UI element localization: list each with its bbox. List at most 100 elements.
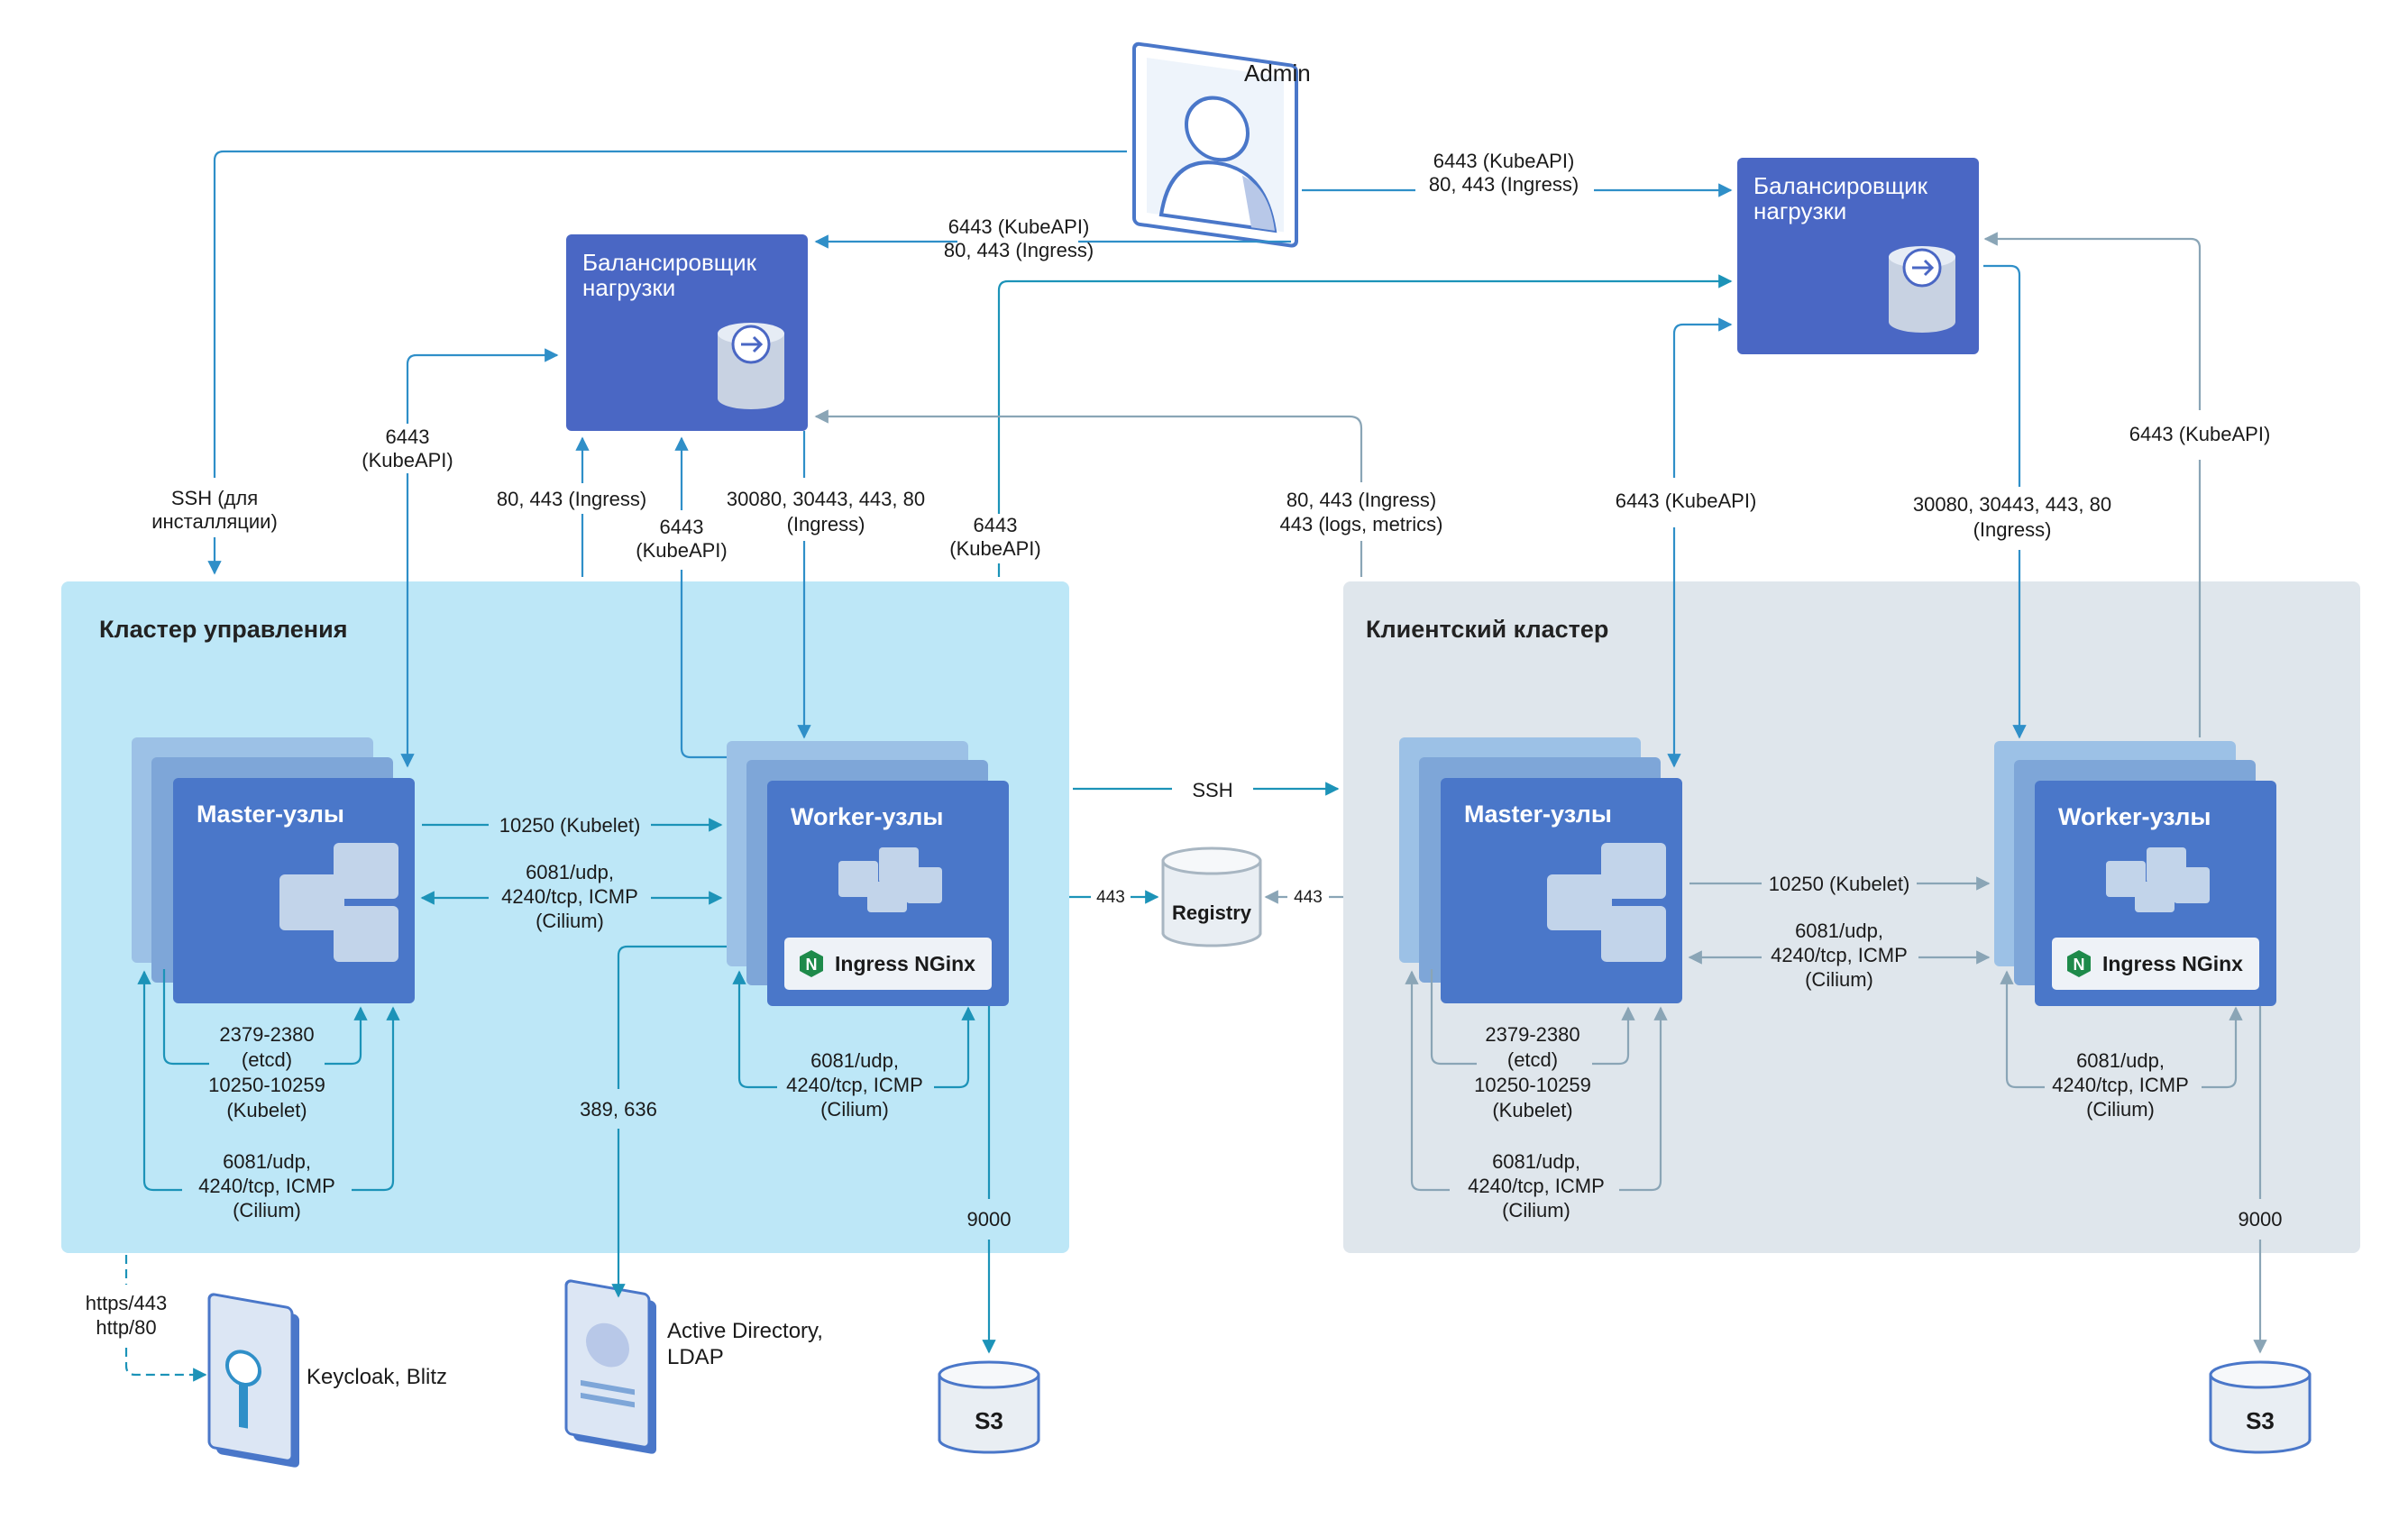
svg-text:Master-узлы: Master-узлы <box>197 801 344 828</box>
master-to-lb-kubeapi-line <box>407 355 557 766</box>
load-balancer-left: Балансировщик нагрузки <box>566 234 808 431</box>
mgmt-cilium-label-3: (Cilium) <box>536 910 604 932</box>
ad-label-line1: Active Directory, <box>667 1319 823 1343</box>
nodes-cubes-icon <box>1547 843 1666 962</box>
ssh-install-label-2: инсталляции) <box>151 510 278 533</box>
svg-text:Балансировщик: Балансировщик <box>582 249 757 276</box>
client-loop-cilium-2: 4240/tcp, ICMP <box>1468 1175 1605 1197</box>
kubeapi-label-1: 6443 <box>386 426 430 448</box>
client-worker-to-lb-line <box>1985 239 2202 737</box>
admin-right-label-2: 80, 443 (Ingress) <box>1429 173 1579 196</box>
client-cilium-label-2: 4240/tcp, ICMP <box>1771 944 1908 966</box>
registry-port-left: 443 <box>1096 888 1125 907</box>
ldap-ports-label: 389, 636 <box>580 1098 657 1121</box>
svg-text:Ingress NGinx: Ingress NGinx <box>2102 952 2243 975</box>
client-cilium-label-1: 6081/udp, <box>1795 920 1883 942</box>
balancer-icon <box>1889 246 1955 333</box>
client-kubeapi-label: 6443 (KubeAPI) <box>1616 490 1757 512</box>
worker-lb-label-2: (Ingress) <box>787 513 865 535</box>
worker-to-lb-right-line <box>997 281 1731 577</box>
https-label-2: http/80 <box>96 1316 156 1339</box>
mgmt-worker-cilium-2: 4240/tcp, ICMP <box>786 1074 923 1096</box>
s3-database-right <box>2209 1360 2312 1454</box>
client-worker-nodes: Worker-узлы N Ingress NGinx <box>1994 741 2276 1006</box>
client-worker-cilium-2: 4240/tcp, ICMP <box>2052 1074 2189 1096</box>
mgmt-cilium-label-2: 4240/tcp, ICMP <box>501 885 638 908</box>
admin-icon <box>1132 41 1298 248</box>
mgmt-cluster-title: Кластер управления <box>99 616 347 643</box>
mgmt-loop-cilium-1: 6081/udp, <box>223 1150 311 1173</box>
client-etcd-loop <box>1430 969 1628 1066</box>
keycloak-line <box>124 1255 206 1375</box>
svg-text:Балансировщик: Балансировщик <box>1753 172 1928 199</box>
svg-text:Ingress NGinx: Ingress NGinx <box>835 952 975 975</box>
worker-to-lb-kubeapi-line <box>682 438 727 759</box>
client-worker-cilium-loop <box>2007 972 2236 1089</box>
client-cluster-title: Клиентский кластер <box>1366 616 1608 643</box>
client-master-nodes: Master-узлы <box>1399 737 1682 1003</box>
kubeapi-label-2: (KubeAPI) <box>362 449 453 471</box>
mgmt-worker-nodes: Worker-узлы N Ingress NGinx <box>727 741 1009 1006</box>
worker-to-ad-line <box>618 945 727 1296</box>
mgmt-s3-port-label: 9000 <box>967 1208 1012 1231</box>
nodes-cubes-icon <box>279 843 398 962</box>
s3-database-left <box>938 1360 1040 1454</box>
load-balancer-right: Балансировщик нагрузки <box>1737 158 1979 354</box>
client-worker-lb-label-2: (Ingress) <box>1973 518 2052 541</box>
client-kubelet-label: 10250 (Kubelet) <box>1769 873 1910 895</box>
nodes-cubes-icon <box>2106 847 2210 912</box>
mgmt-etcd-loop <box>162 969 361 1066</box>
mgmt-cilium-loop <box>144 972 393 1192</box>
admin-label: Admin <box>1244 59 1311 87</box>
mgmt-worker-cilium-3: (Cilium) <box>820 1098 889 1121</box>
https-label-1: https/443 <box>86 1292 168 1314</box>
svg-text:Worker-узлы: Worker-узлы <box>791 803 943 830</box>
kubeapi-worker-label-1: 6443 <box>974 514 1018 536</box>
mgmt-etcd-label-2: (etcd) <box>242 1048 292 1071</box>
svg-text:Worker-узлы: Worker-узлы <box>2058 803 2211 830</box>
client-kubelet-range-2: (Kubelet) <box>1492 1099 1572 1121</box>
svg-text:N: N <box>2074 956 2085 974</box>
ssh-cluster-label: SSH <box>1192 779 1232 801</box>
admin-right-label-1: 6443 (KubeAPI) <box>1433 150 1575 172</box>
active-directory-icon <box>564 1279 656 1454</box>
ssh-install-line <box>215 150 1127 573</box>
client-cilium-label-3: (Cilium) <box>1805 968 1873 991</box>
mgmt-loop-cilium-2: 4240/tcp, ICMP <box>198 1175 335 1197</box>
keycloak-label: Keycloak, Blitz <box>307 1365 447 1389</box>
client-worker-cilium-3: (Cilium) <box>2086 1098 2155 1121</box>
kubeapi-worker-label-2: (KubeAPI) <box>949 537 1041 560</box>
ssh-install-label-1: SSH (для <box>171 487 258 509</box>
mgmt-kubelet-range-2: (Kubelet) <box>226 1099 307 1121</box>
svg-text:нагрузки: нагрузки <box>582 274 675 301</box>
registry-label: Registry <box>1172 901 1252 924</box>
registry-database <box>1161 846 1262 947</box>
s3-label-right: S3 <box>2246 1407 2275 1434</box>
mgmt-kubelet-label: 10250 (Kubelet) <box>499 814 641 837</box>
mgmt-worker-cilium-loop <box>739 972 968 1089</box>
s3-label-left: S3 <box>975 1407 1003 1434</box>
client-etcd-label-2: (etcd) <box>1507 1048 1558 1071</box>
client-master-to-lb-line <box>1674 325 1731 766</box>
mgmt-loop-cilium-3: (Cilium) <box>233 1199 301 1222</box>
client-etcd-label-1: 2379-2380 <box>1485 1023 1579 1046</box>
admin-left-label-1: 6443 (KubeAPI) <box>948 215 1090 238</box>
svg-text:нагрузки: нагрузки <box>1753 197 1846 224</box>
client-s3-port-label: 9000 <box>2239 1208 2283 1231</box>
ingress-up-label: 80, 443 (Ingress) <box>497 488 646 510</box>
client-cilium-loop <box>1412 972 1661 1192</box>
kubeapi-mid-label-2: (KubeAPI) <box>636 539 728 562</box>
client-to-lb-left-line <box>816 416 1363 577</box>
client-kubelet-range-1: 10250-10259 <box>1474 1074 1591 1096</box>
svg-text:N: N <box>806 956 818 974</box>
worker-lb-label-1: 30080, 30443, 443, 80 <box>727 488 925 510</box>
registry-port-right: 443 <box>1294 888 1323 907</box>
client-ingress-label-1: 80, 443 (Ingress) <box>1286 489 1436 511</box>
svg-text:Master-узлы: Master-узлы <box>1464 801 1612 828</box>
admin-left-label-2: 80, 443 (Ingress) <box>944 239 1094 261</box>
ad-label-line2: LDAP <box>667 1345 724 1369</box>
keycloak-key-icon <box>207 1293 299 1468</box>
client-worker-lb-label-1: 30080, 30443, 443, 80 <box>1913 493 2111 516</box>
lb-right-to-worker-line <box>1983 264 2019 737</box>
